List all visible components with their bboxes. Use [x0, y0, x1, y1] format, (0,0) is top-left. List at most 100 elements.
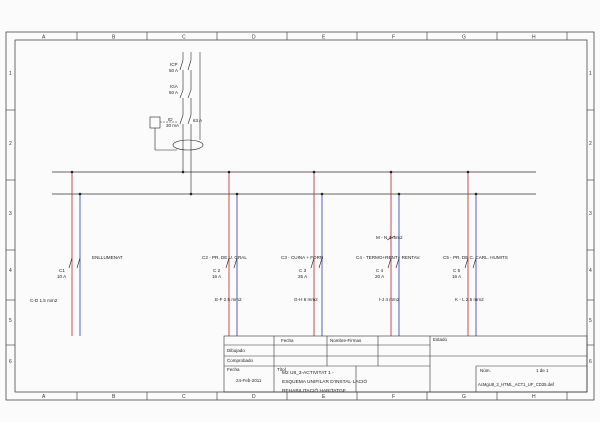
sheet-value: 1 de 1	[536, 368, 549, 373]
c3-switch	[310, 257, 315, 269]
nombre-header: Nombre-Firmas	[330, 338, 362, 343]
c4-switch	[387, 257, 392, 269]
row-label: 6	[589, 359, 592, 365]
column-label: H	[532, 394, 536, 400]
c1-cable: C-D 1.5 mm2	[30, 298, 58, 303]
estado-header: Estado	[433, 337, 448, 342]
title-block	[223, 335, 588, 393]
c2-cable: E-F 2.5 mm2	[215, 297, 242, 302]
row-markers-left: 1 2 3 4 5 6	[9, 71, 12, 365]
icp-breaker	[179, 59, 192, 90]
c2-switch-n	[233, 257, 238, 269]
title-line-1: M2 U8_3-ACTIVITAT 1 -	[282, 370, 334, 376]
c5-rating: 16 A	[452, 274, 462, 279]
iga-label: IGA	[170, 84, 178, 89]
column-ticks-top	[76, 32, 568, 40]
c5-switch-n	[472, 257, 477, 269]
row-label: 3	[9, 211, 12, 217]
fecha-header: Fecha	[281, 338, 294, 343]
branch-c3	[310, 172, 323, 336]
id-differential	[149, 114, 192, 151]
feeder-labels: ICP 50 A IGA 50 A ID 30 mA 63 A	[166, 62, 202, 128]
c3-cable: G-H 6 mm2	[294, 297, 318, 302]
c3-switch-n	[318, 257, 323, 269]
row-ticks	[6, 109, 594, 346]
c2-device: C 2	[213, 268, 221, 273]
column-label: C	[182, 394, 186, 400]
column-label: F	[392, 35, 395, 41]
iga-rating: 50 A	[169, 90, 178, 95]
row-label: 5	[589, 318, 592, 324]
column-label: B	[112, 394, 116, 400]
icp-label: ICP	[170, 62, 178, 67]
c5-cable: K - L 2.5 mm2	[455, 297, 484, 302]
id-rating: 30 mA	[166, 123, 179, 128]
c4-upstream-cable: M - N 4 mm2	[376, 235, 403, 240]
feeder	[149, 52, 204, 172]
cable-bundle-ellipse	[172, 139, 204, 151]
row-label: 6	[9, 359, 12, 365]
column-markers-bottom: A B C D E F G H	[42, 394, 536, 400]
column-label: F	[392, 394, 395, 400]
column-label: G	[462, 35, 466, 41]
column-label: C	[182, 35, 186, 41]
row-label: 4	[9, 268, 12, 274]
inner-frame	[14, 39, 588, 393]
c3-name: C3 - CUINA + FORN	[281, 255, 323, 260]
rcd-test-box	[149, 116, 161, 129]
c2-name: C2 - PR. DE U. GRAL	[202, 255, 247, 260]
comprobado-label: Comprobado	[227, 358, 254, 363]
c3-rating: 25 A	[298, 274, 308, 279]
c4-device: C 4	[376, 268, 384, 273]
sheet-label: Núm.	[480, 368, 491, 373]
row-label: 5	[9, 318, 12, 324]
column-label: D	[252, 394, 256, 400]
c3-device: C 3	[299, 268, 307, 273]
column-label: A	[42, 35, 46, 41]
c1-rating: 10 A	[57, 274, 67, 279]
outer-frame	[5, 31, 595, 401]
branch-c5	[464, 172, 477, 336]
c1-device: C1	[59, 268, 65, 273]
row-markers-right: 1 2 3 4 5 6	[589, 71, 592, 365]
iga-breaker	[179, 89, 192, 115]
column-label: B	[112, 35, 116, 41]
row-label: 2	[589, 141, 592, 147]
c2-switch	[225, 257, 230, 269]
c1-switch-n	[76, 257, 81, 269]
c4-name: C4 - TERMO+RENT+ RENTAV.	[356, 255, 420, 260]
fecha-label: Fecha	[227, 367, 240, 372]
id-label: ID	[168, 117, 173, 122]
column-ticks-bottom	[76, 392, 568, 400]
branch-c1	[68, 172, 81, 336]
c4-upstream-tick	[386, 235, 396, 241]
column-label: D	[252, 35, 256, 41]
row-label: 1	[9, 71, 12, 77]
c4-cable: I-J 4 mm2	[379, 297, 400, 302]
column-label: H	[532, 35, 536, 41]
row-label: 2	[9, 141, 12, 147]
junction-dots	[70, 170, 478, 196]
row-label: 1	[589, 71, 592, 77]
c1-switch	[68, 257, 73, 269]
row-label: 4	[589, 268, 592, 274]
title-block-text: Fecha Nombre-Firmas Estado Dibujado Comp…	[227, 337, 555, 394]
column-label: A	[42, 394, 46, 400]
column-markers-top: A B C D E F G H	[42, 35, 536, 41]
c4-rating: 20 A	[375, 274, 385, 279]
c4-switch-n	[395, 257, 400, 269]
c5-name: C5 - PR. DE C. CARL. HUMITS	[443, 255, 508, 260]
main-rating: 63 A	[193, 118, 202, 123]
title-line-3: REHABILITACIÓ HABITATGE	[282, 387, 346, 394]
c1-name: ENLLUMENAT	[92, 255, 123, 260]
column-label: G	[462, 394, 466, 400]
icp-rating: 50 A	[169, 68, 178, 73]
fecha-value: 24-Feb-2011	[236, 378, 262, 383]
column-label: E	[322, 394, 326, 400]
row-label: 3	[589, 211, 592, 217]
c2-rating: 16 A	[212, 274, 222, 279]
dibujado-label: Dibujado	[227, 348, 245, 353]
circuit-labels: ENLLUMENAT C1 10 A C-D 1.5 mm2 C2 - PR. …	[30, 235, 508, 303]
c5-switch	[464, 257, 469, 269]
branch-c4	[386, 172, 400, 336]
